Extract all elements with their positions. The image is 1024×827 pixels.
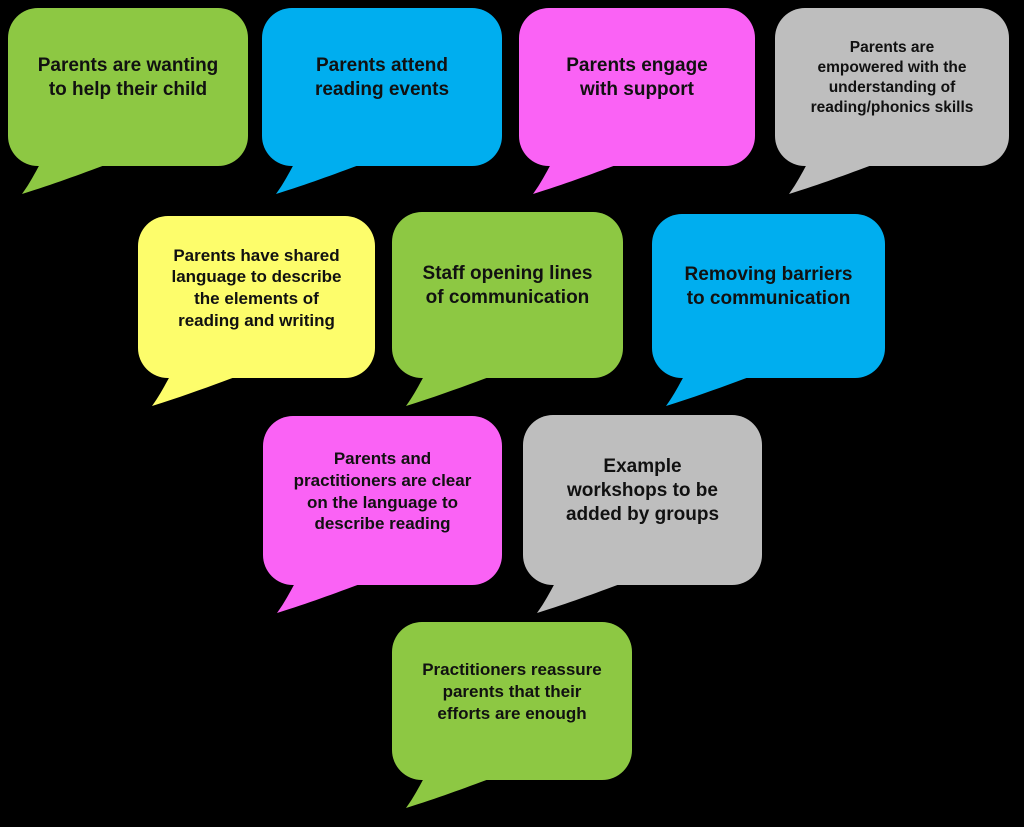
speech-bubble-text: Parents are empowered with the understan… [810, 39, 974, 116]
speech-bubble-removing-barriers: Removing barriers to communication [652, 214, 885, 406]
speech-bubble-body: Parents engage with support [519, 8, 755, 166]
speech-bubble-body: Removing barriers to communication [652, 214, 885, 378]
speech-bubble-tail-icon [277, 583, 363, 613]
speech-bubble-body: Example workshops to be added by groups [523, 415, 762, 585]
speech-bubble-body: Parents have shared language to describe… [138, 216, 375, 378]
speech-bubble-practitioners-reassure: Practitioners reassure parents that thei… [392, 622, 632, 808]
speech-bubble-example-workshops: Example workshops to be added by groups [523, 415, 762, 613]
speech-bubble-tail-icon [537, 583, 623, 613]
speech-bubble-text: Removing barriers to communication [684, 263, 853, 309]
speech-bubble-text: Parents have shared language to describe… [171, 245, 342, 330]
speech-bubble-tail-icon [406, 778, 492, 808]
speech-bubble-staff-opening-lines: Staff opening lines of communication [392, 212, 623, 406]
speech-bubble-text: Parents and practitioners are clear on t… [293, 449, 472, 534]
speech-bubble-tail-icon [666, 376, 752, 406]
speech-bubble-body: Practitioners reassure parents that thei… [392, 622, 632, 780]
speech-bubble-text: Staff opening lines of communication [422, 262, 593, 308]
speech-bubble-body: Parents are wanting to help their child [8, 8, 248, 166]
speech-bubble-tail-icon [22, 164, 108, 194]
speech-bubble-parents-wanting-to-help: Parents are wanting to help their child [8, 8, 248, 194]
speech-bubble-text: Parents are wanting to help their child [37, 54, 219, 100]
speech-bubble-parents-engage-with-support: Parents engage with support [519, 8, 755, 194]
speech-bubble-body: Staff opening lines of communication [392, 212, 623, 378]
speech-bubble-tail-icon [406, 376, 492, 406]
speech-bubble-body: Parents are empowered with the understan… [775, 8, 1009, 166]
speech-bubble-tail-icon [533, 164, 619, 194]
speech-bubble-parents-empowered-understanding: Parents are empowered with the understan… [775, 8, 1009, 194]
speech-bubble-shared-language: Parents have shared language to describe… [138, 216, 375, 406]
speech-bubble-text: Parents engage with support [566, 54, 708, 100]
speech-bubble-parents-attend-reading-events: Parents attend reading events [262, 8, 502, 194]
speech-bubble-tail-icon [789, 164, 875, 194]
speech-bubble-tail-icon [276, 164, 362, 194]
speech-bubble-clear-language: Parents and practitioners are clear on t… [263, 416, 502, 613]
speech-bubble-text: Parents attend reading events [314, 54, 450, 100]
speech-bubble-tail-icon [152, 376, 238, 406]
speech-bubble-body: Parents attend reading events [262, 8, 502, 166]
speech-bubble-text: Example workshops to be added by groups [565, 455, 720, 526]
speech-bubble-text: Practitioners reassure parents that thei… [422, 660, 602, 723]
speech-bubble-body: Parents and practitioners are clear on t… [263, 416, 502, 585]
